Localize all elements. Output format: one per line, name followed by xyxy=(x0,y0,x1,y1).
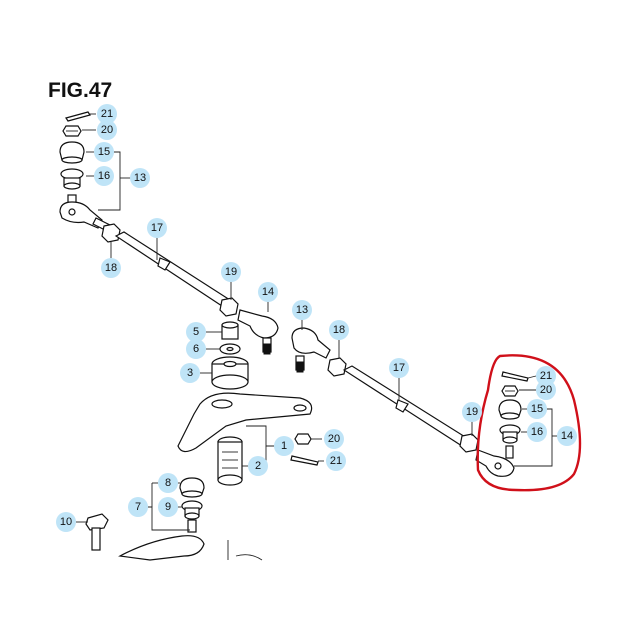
bracket-7 xyxy=(148,506,190,531)
callout-17-lower: 17 xyxy=(389,358,409,378)
svg-text:6: 6 xyxy=(193,343,199,355)
callout-3: 3 xyxy=(180,363,200,383)
idler-arm-1 xyxy=(177,392,313,453)
clip-ring-9 xyxy=(176,500,203,520)
callout-17-upper: 17 xyxy=(147,218,167,238)
castle-nut-right xyxy=(501,385,536,397)
svg-text:21: 21 xyxy=(540,370,552,382)
svg-text:15: 15 xyxy=(98,146,110,158)
dust-boot-8 xyxy=(176,477,205,498)
svg-text:15: 15 xyxy=(531,403,543,415)
nut-20-middle xyxy=(294,433,322,445)
callout-18-middle: 18 xyxy=(329,320,349,340)
lock-nut-18-upper xyxy=(101,223,121,258)
svg-text:19: 19 xyxy=(466,406,478,418)
shaft-2 xyxy=(217,436,250,486)
callout-9: 9 xyxy=(158,497,178,517)
callout-20-upper: 20 xyxy=(97,120,117,140)
callout-2: 2 xyxy=(248,456,268,476)
callout-8: 8 xyxy=(158,473,178,493)
svg-text:21: 21 xyxy=(101,108,113,120)
callout-21-right: 21 xyxy=(536,366,556,386)
callout-20-right: 20 xyxy=(536,380,556,400)
callout-6: 6 xyxy=(186,339,206,359)
lock-nut-18-middle xyxy=(327,340,347,377)
svg-text:16: 16 xyxy=(531,426,543,438)
callout-14-right: 14 xyxy=(557,426,577,446)
svg-text:1: 1 xyxy=(281,440,287,452)
callout-21-middle: 21 xyxy=(326,451,346,471)
clip-ring-right xyxy=(499,424,528,444)
callout-18-upper: 18 xyxy=(101,258,121,278)
cotter-pin-right xyxy=(501,371,537,382)
svg-text:14: 14 xyxy=(262,286,274,298)
svg-text:8: 8 xyxy=(165,477,171,489)
callout-10: 10 xyxy=(56,512,76,532)
svg-text:17: 17 xyxy=(151,222,163,234)
bracket-1 xyxy=(246,425,276,447)
svg-text:18: 18 xyxy=(105,262,117,274)
svg-text:17: 17 xyxy=(393,362,405,374)
svg-text:19: 19 xyxy=(225,266,237,278)
svg-text:21: 21 xyxy=(330,455,342,467)
tie-rod-end-14-middle xyxy=(237,300,279,355)
castle-nut-upper-left xyxy=(62,125,96,137)
callout-7: 7 xyxy=(128,497,148,517)
tie-rod-end-13-middle xyxy=(291,318,331,373)
svg-text:5: 5 xyxy=(193,326,199,338)
tie-rod-end-14-right xyxy=(475,445,515,477)
callout-15-upper: 15 xyxy=(94,142,114,162)
svg-text:20: 20 xyxy=(328,433,340,445)
highlight-circle xyxy=(476,354,582,492)
callout-15-right: 15 xyxy=(527,399,547,419)
cotter-pin-upper-left xyxy=(65,111,96,122)
svg-text:13: 13 xyxy=(134,172,146,184)
clip-ring-upper-left xyxy=(60,168,96,190)
svg-text:13: 13 xyxy=(296,304,308,316)
bushing-3 xyxy=(200,356,249,390)
nut-5 xyxy=(206,321,239,340)
tie-rod-end-upper-left xyxy=(59,194,113,233)
tie-rod-tube-lower xyxy=(342,365,472,447)
svg-text:14: 14 xyxy=(561,430,573,442)
callout-21-upper: 21 xyxy=(97,104,117,124)
callout-16-right: 16 xyxy=(527,422,547,442)
svg-text:10: 10 xyxy=(60,516,72,528)
washer-6 xyxy=(206,343,241,355)
bolt-10 xyxy=(76,513,109,551)
svg-text:3: 3 xyxy=(187,367,193,379)
dust-boot-upper-left xyxy=(59,141,96,164)
figure-title: FIG.47 xyxy=(48,79,112,102)
callout-13-middle: 13 xyxy=(292,300,312,320)
cotter-pin-21-middle xyxy=(290,455,324,466)
callout-19-lower: 19 xyxy=(462,402,482,422)
svg-text:20: 20 xyxy=(101,124,113,136)
dust-boot-right xyxy=(498,399,528,420)
svg-text:7: 7 xyxy=(135,501,141,513)
callout-13-upper: 13 xyxy=(130,168,150,188)
svg-text:9: 9 xyxy=(165,501,171,513)
lock-nut-19-upper xyxy=(219,282,239,317)
svg-text:18: 18 xyxy=(333,324,345,336)
callout-20-middle: 20 xyxy=(324,429,344,449)
bracket-14-right xyxy=(514,408,553,467)
svg-text:2: 2 xyxy=(255,460,261,472)
ball-joint-7 xyxy=(118,519,205,561)
bracket-13-upper xyxy=(98,151,121,211)
callout-16-upper: 16 xyxy=(94,166,114,186)
svg-text:16: 16 xyxy=(98,170,110,182)
callout-19-upper: 19 xyxy=(221,262,241,282)
callout-5: 5 xyxy=(186,322,206,342)
callout-1: 1 xyxy=(274,436,294,456)
lock-nut-19-lower xyxy=(459,420,479,453)
tie-rod-tube-upper xyxy=(114,231,232,307)
callout-14-middle: 14 xyxy=(258,282,278,302)
lower-center-curve xyxy=(235,554,263,561)
svg-text:20: 20 xyxy=(540,384,552,396)
